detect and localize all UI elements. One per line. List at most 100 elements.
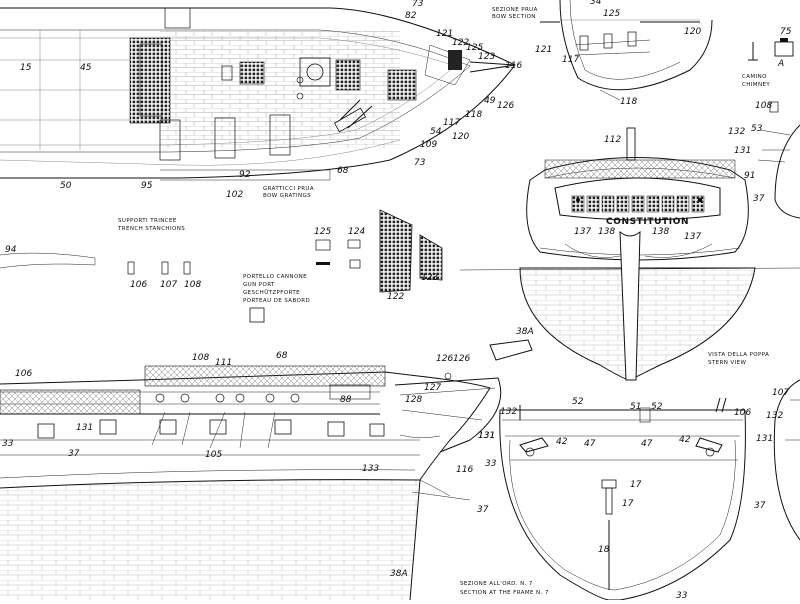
part-label: 131 <box>734 146 751 156</box>
part-label: 45 <box>80 63 92 73</box>
part-label: 131 <box>76 423 93 433</box>
part-label: 52 <box>651 402 663 412</box>
part-label: 73 <box>412 0 424 9</box>
part-label: 108 <box>192 353 209 363</box>
caption-frame-it: SEZIONE ALL'ORD. N. 7 <box>460 581 533 587</box>
part-label: 37 <box>68 449 80 459</box>
part-label: 117 <box>443 118 460 128</box>
caption-bow-section-en: BOW SECTION <box>492 14 536 20</box>
part-label: 111 <box>215 358 232 368</box>
caption-bow-gratings-it: GRATTICCI PRUA <box>263 186 314 192</box>
part-label: 88 <box>340 395 352 405</box>
part-label: 131 <box>756 434 773 444</box>
part-label: 118 <box>465 110 482 120</box>
part-label: 138 <box>652 227 669 237</box>
part-label: 37 <box>477 505 489 515</box>
part-label: 102 <box>226 190 243 200</box>
caption-port-fr: PORTEAU DE SABORD <box>243 298 310 304</box>
part-label: 109 <box>420 140 437 150</box>
part-label: 18 <box>598 545 610 555</box>
part-label: 106 <box>15 369 32 379</box>
part-label: 116 <box>505 61 522 71</box>
part-label: 54 <box>430 127 442 137</box>
caption-bow-gratings-en: BOW GRATINGS <box>263 193 311 199</box>
part-label: 108 <box>755 101 772 111</box>
part-label: 106 <box>130 280 147 290</box>
part-label: 121 <box>436 29 453 39</box>
part-label: 33 <box>2 439 14 449</box>
part-label: 73 <box>414 158 426 168</box>
part-label: 17 <box>630 480 642 490</box>
part-label: 107 <box>160 280 177 290</box>
frame-sections <box>499 379 800 601</box>
part-label: 92 <box>239 170 251 180</box>
ship-name-plate: CONSTITUTION <box>606 217 689 227</box>
part-label: 47 <box>641 439 653 449</box>
part-label: 108 <box>184 280 201 290</box>
part-label: 51 <box>630 402 641 412</box>
part-label: 116 <box>456 465 473 475</box>
part-label: 126 <box>436 354 453 364</box>
part-label: 105 <box>205 450 222 460</box>
part-label: 107 <box>772 388 789 398</box>
caption-trench-en: TRENCH STANCHIONS <box>117 226 185 232</box>
part-label: 68 <box>276 351 288 361</box>
caption-stern-it: VISTA DELLA POPPA <box>708 352 769 358</box>
caption-port-it: PORTELLO CANNONE <box>243 274 307 280</box>
caption-chimney-it: CAMINO <box>742 74 767 80</box>
caption-frame-en: SECTION AT THE FRAME N. 7 <box>460 590 549 596</box>
fittings-details <box>0 209 443 323</box>
part-label: 122 <box>452 38 469 48</box>
part-label: 120 <box>452 132 469 142</box>
caption-trench-it: SUPPORTI TRINCEE <box>118 218 177 224</box>
chimney-detail <box>748 38 800 219</box>
part-label: 42 <box>556 437 568 447</box>
part-label: 121 <box>535 45 552 55</box>
part-label: 94 <box>5 245 17 255</box>
part-label: 131 <box>478 431 495 441</box>
deck-plan <box>0 7 516 181</box>
part-label: 53 <box>751 124 763 134</box>
caption-stern-en: STERN VIEW <box>708 360 746 366</box>
bow-section <box>540 0 713 101</box>
part-label: 123 <box>421 273 438 283</box>
stern-view <box>459 127 800 381</box>
part-label: 38A <box>516 327 534 337</box>
caption-port-de: GESCHÜTZPFORTE <box>243 289 300 296</box>
part-label: 52 <box>572 397 584 407</box>
part-label: 122 <box>387 292 404 302</box>
part-label: 37 <box>754 501 766 511</box>
part-label: 34 <box>590 0 602 7</box>
caption-bow-section-it: SEZIONE PRUA <box>492 7 538 13</box>
part-label: 95 <box>141 181 153 191</box>
part-label: 91 <box>744 171 755 181</box>
part-label: 17 <box>622 499 634 509</box>
part-label: 128 <box>405 395 422 405</box>
part-label: 123 <box>478 52 495 62</box>
part-label: 125 <box>314 227 331 237</box>
part-label: 38A <box>390 569 408 579</box>
part-label: 120 <box>684 27 701 37</box>
part-label: 75 <box>780 27 792 37</box>
part-label: 125 <box>603 9 620 19</box>
part-label: 125 <box>466 43 483 53</box>
part-label: 138 <box>598 227 615 237</box>
captions: SEZIONE PRUA BOW SECTION GRATTICCI PRUA … <box>117 7 770 596</box>
caption-chimney-en: CHIMNEY <box>742 82 770 88</box>
part-label: 68 <box>337 166 349 176</box>
part-label: 124 <box>348 227 365 237</box>
part-label: 127 <box>424 383 441 393</box>
part-label: 33 <box>485 459 497 469</box>
part-label: 49 <box>484 96 496 106</box>
part-label: 118 <box>620 97 637 107</box>
part-label: 42 <box>679 435 691 445</box>
part-label: 131 <box>478 431 495 441</box>
part-label: 37 <box>753 194 765 204</box>
part-label: 132 <box>500 407 517 417</box>
part-label: 126 <box>497 101 514 111</box>
part-label: 50 <box>60 181 72 191</box>
part-label: 33 <box>676 591 688 600</box>
part-label: A <box>777 59 784 69</box>
